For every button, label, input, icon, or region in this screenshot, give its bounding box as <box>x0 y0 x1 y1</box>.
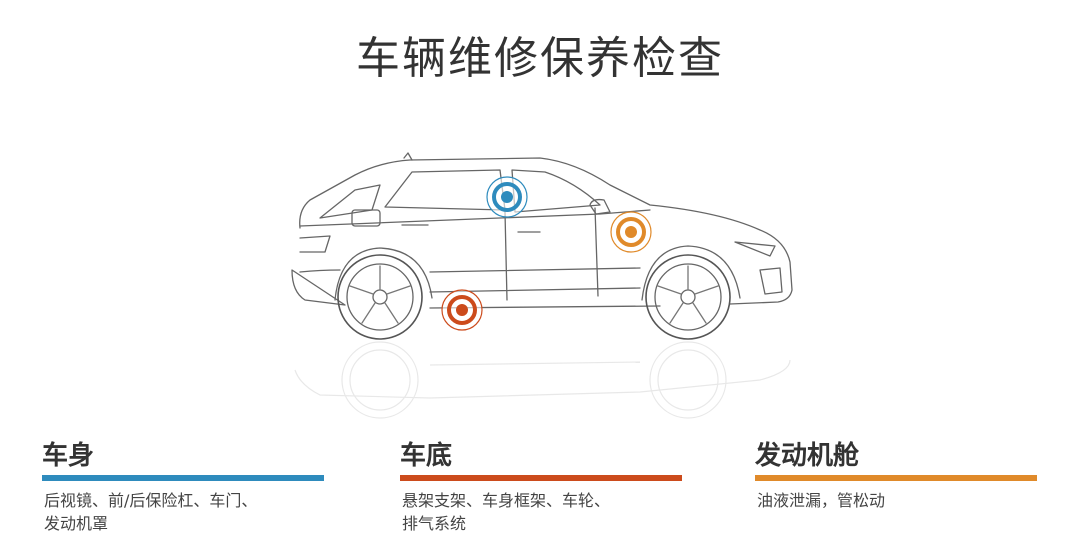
car-side-illustration <box>291 152 793 419</box>
section-divider <box>755 475 1037 481</box>
section-chassis: 车底 悬架支架、车身框架、车轮、 排气系统 <box>400 440 690 535</box>
section-heading: 车身 <box>42 441 95 471</box>
section-body: 车身 后视镜、前/后保险杠、车门、 发动机罩 <box>42 440 332 535</box>
marker-chassis[interactable] <box>441 289 483 331</box>
section-heading: 车底 <box>400 441 453 471</box>
section-divider <box>400 475 682 481</box>
section-engine-bay: 发动机舱 油液泄漏，管松动 <box>755 440 1045 512</box>
section-heading: 发动机舱 <box>755 441 860 471</box>
marker-body[interactable] <box>486 176 528 218</box>
section-divider <box>42 475 324 481</box>
section-description: 悬架支架、车身框架、车轮、 排气系统 <box>402 491 611 533</box>
section-description: 后视镜、前/后保险杠、车门、 发动机罩 <box>44 491 258 533</box>
section-description: 油液泄漏，管松动 <box>757 491 886 510</box>
page-title: 车辆维修保养检查 <box>356 33 724 84</box>
marker-engine[interactable] <box>610 211 652 253</box>
